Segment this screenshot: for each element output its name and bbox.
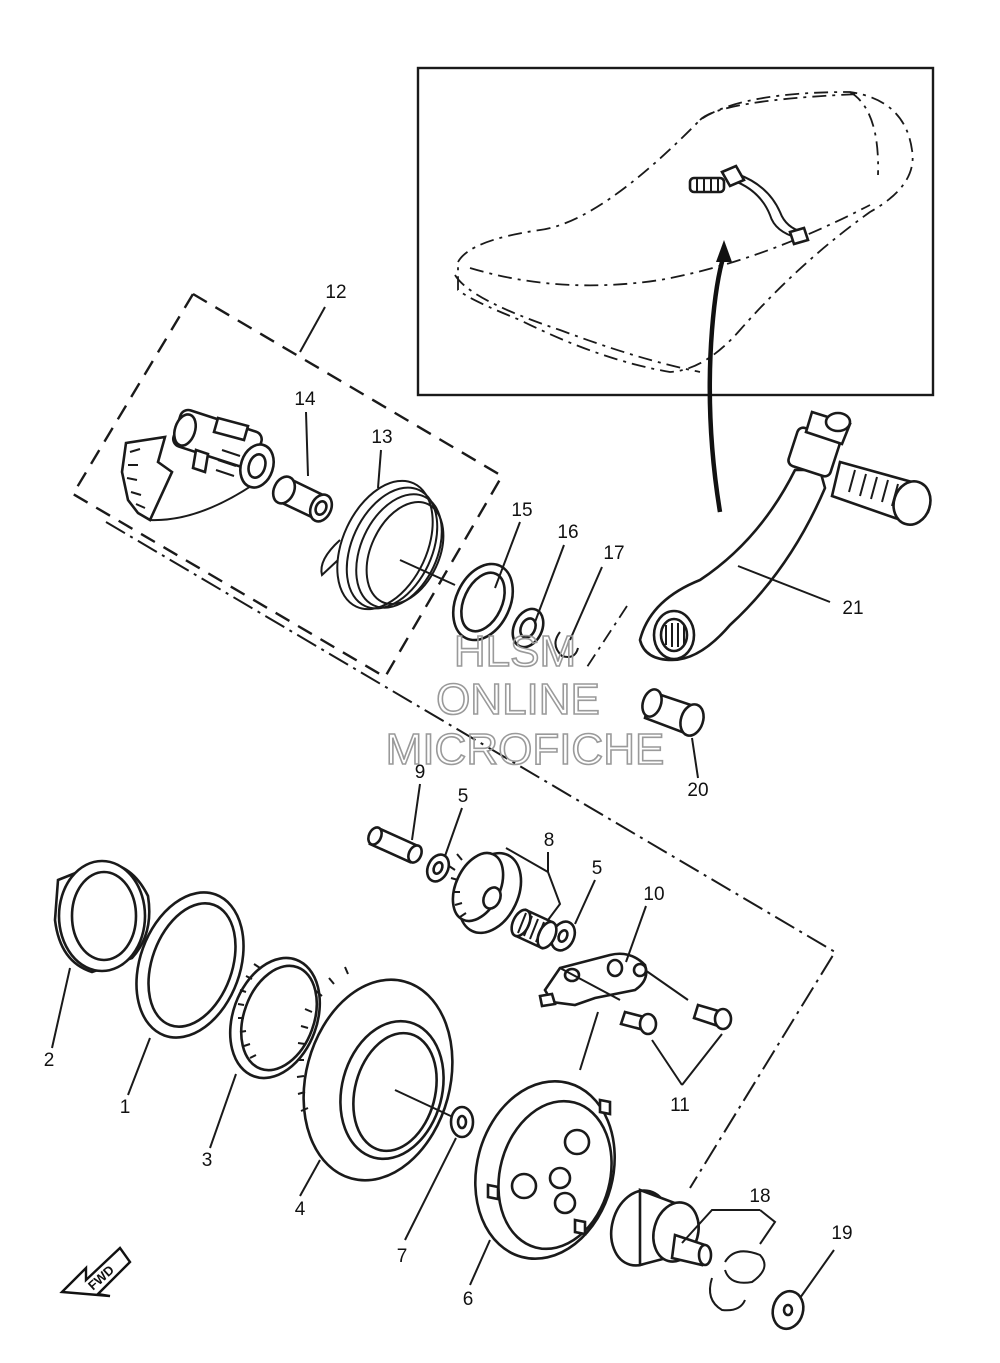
seat-outline: [454, 91, 914, 373]
needle-bearing: [510, 908, 558, 950]
callout-9: 9: [415, 762, 426, 783]
callout-19: 19: [831, 1223, 852, 1244]
collar-2: [53, 859, 151, 974]
callout-5-lower: 5: [592, 858, 603, 879]
bolt-11b: [692, 1003, 733, 1031]
callout-4: 4: [295, 1199, 306, 1220]
callout-20: 20: [687, 780, 708, 801]
idler-shaft-pin: [367, 826, 423, 864]
callout-6: 6: [463, 1289, 474, 1310]
watermark: HLSM ONLINE MICROFICHE: [385, 626, 665, 775]
circlip-17: [554, 631, 579, 658]
lever-cap: [641, 688, 705, 737]
callout-7: 7: [397, 1246, 408, 1267]
callout-11: 11: [670, 1095, 690, 1116]
watermark-line-3: MICROFICHE: [386, 725, 665, 774]
callout-21: 21: [842, 598, 863, 619]
washer-7: [449, 1105, 475, 1139]
shaft-axis-line: [105, 521, 837, 1189]
callout-18: 18: [749, 1186, 770, 1207]
inset-panel: [416, 66, 935, 397]
fwd-direction-arrow: FWD: [59, 1246, 132, 1298]
spring-clip-18: [709, 1250, 766, 1312]
callout-8: 8: [544, 830, 555, 851]
assembly-group-box: [71, 292, 504, 679]
idler-gear: [448, 851, 523, 935]
callout-14: 14: [294, 389, 316, 410]
callout-3: 3: [202, 1150, 213, 1171]
callout-2: 2: [44, 1050, 55, 1071]
clutch-housing: [474, 1080, 616, 1260]
thrust-washer-5a: [425, 853, 451, 883]
washer-19: [771, 1289, 805, 1331]
callout-10: 10: [643, 884, 664, 905]
stopper-plate: [538, 952, 689, 1008]
bushing: [271, 475, 334, 523]
callout-1: 1: [120, 1097, 131, 1118]
watermark-line-1: HLSM: [454, 627, 576, 676]
torsion-spring: [320, 479, 456, 611]
seat-wire-harness: [688, 164, 810, 246]
gasket-ring-1: [135, 891, 245, 1039]
bolt-11a: [619, 1010, 658, 1036]
relocation-arrow: [707, 240, 732, 513]
callout-labels: 12 14 13 15 16 17 21 20 9 5 8 5 10 11 2 …: [44, 282, 864, 1310]
starter-wheel-gear: [296, 966, 456, 1182]
washer-16: [511, 607, 545, 649]
one-way-clutch: [228, 956, 322, 1080]
kick-lever: [638, 410, 932, 662]
starter-gear-shaft: [609, 1188, 713, 1267]
callout-17: 17: [603, 543, 624, 564]
leader-lines: [51, 306, 835, 1299]
callout-5-top: 5: [458, 786, 469, 807]
callout-15: 15: [511, 500, 532, 521]
watermark-line-2: ONLINE: [436, 675, 600, 724]
callout-16: 16: [557, 522, 578, 543]
kick-shaft: [120, 408, 275, 522]
callout-12: 12: [325, 282, 346, 303]
callout-13: 13: [371, 427, 392, 448]
